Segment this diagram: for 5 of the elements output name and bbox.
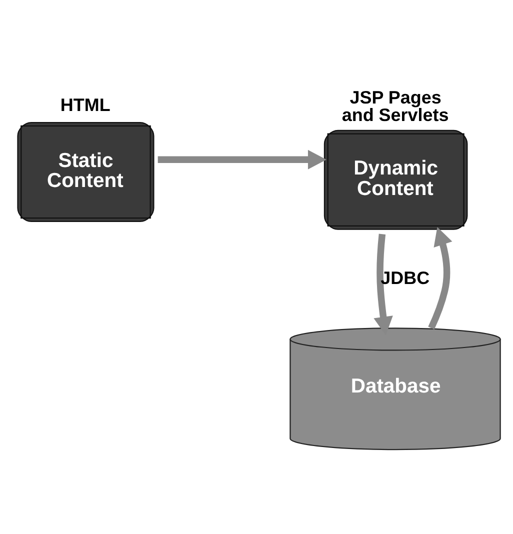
edge-label: JDBC bbox=[380, 268, 430, 288]
node-label: JSP Pages and Servlets bbox=[342, 86, 449, 125]
node-label: HTML bbox=[60, 94, 110, 115]
arrow bbox=[158, 149, 326, 169]
arrow bbox=[428, 226, 452, 329]
